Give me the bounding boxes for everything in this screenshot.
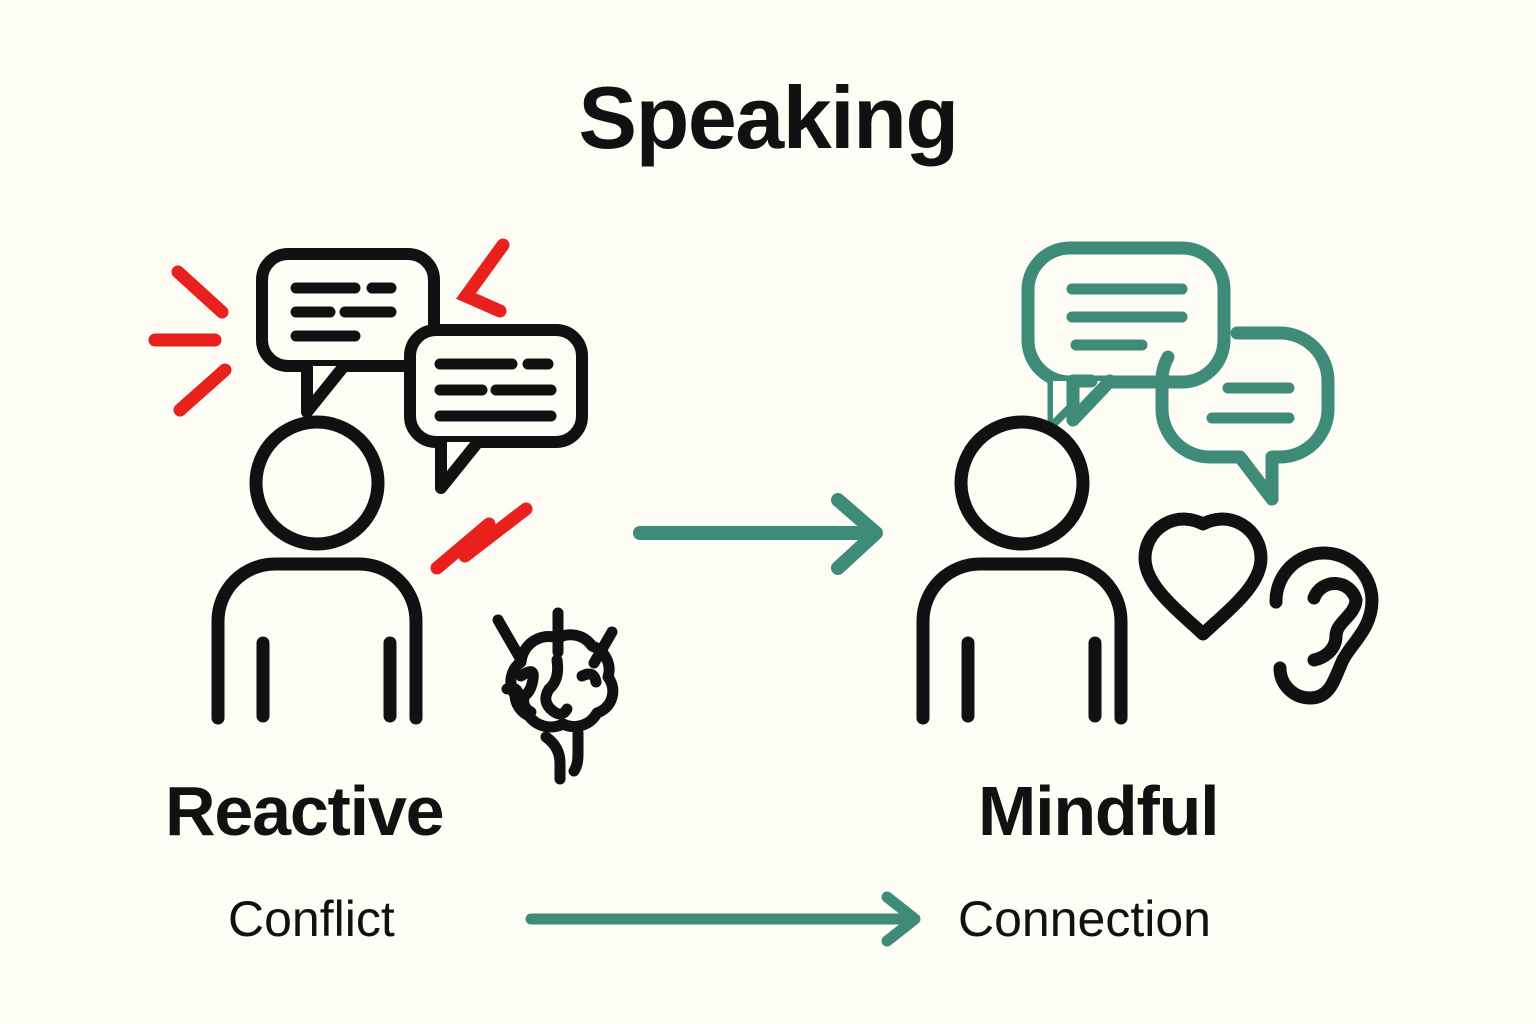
- mindful-illustration-group: [916, 241, 1379, 725]
- speech-bubble-icon: [404, 324, 588, 494]
- anger-spark-icon: [148, 265, 232, 417]
- bubble-text-lines: [1206, 382, 1295, 424]
- anger-spark-icon: [456, 238, 510, 318]
- heart-icon: [1138, 512, 1268, 641]
- page-title: Speaking: [578, 68, 959, 167]
- outcome-label-connection: Connection: [958, 891, 1211, 947]
- bubble-text-lines: [1066, 283, 1188, 351]
- stage-label-reactive: Reactive: [165, 772, 445, 850]
- bubble-text-lines: [434, 358, 557, 422]
- outcome-transition-arrow: [525, 891, 921, 947]
- brain-icon: [492, 607, 619, 785]
- person-icon: [211, 415, 423, 725]
- speech-bubble-icon: [1021, 241, 1231, 427]
- speech-bubble-icon: [256, 248, 440, 418]
- reactive-illustration-group: [148, 238, 619, 785]
- speech-bubble-icon: [1155, 326, 1335, 506]
- ear-icon: [1269, 546, 1379, 705]
- person-icon: [916, 415, 1128, 725]
- anger-spark-icon: [430, 502, 533, 575]
- main-transition-arrow: [633, 493, 883, 575]
- stage-label-mindful: Mindful: [978, 772, 1220, 850]
- bubble-text-lines: [290, 282, 397, 342]
- outcome-label-conflict: Conflict: [228, 891, 395, 947]
